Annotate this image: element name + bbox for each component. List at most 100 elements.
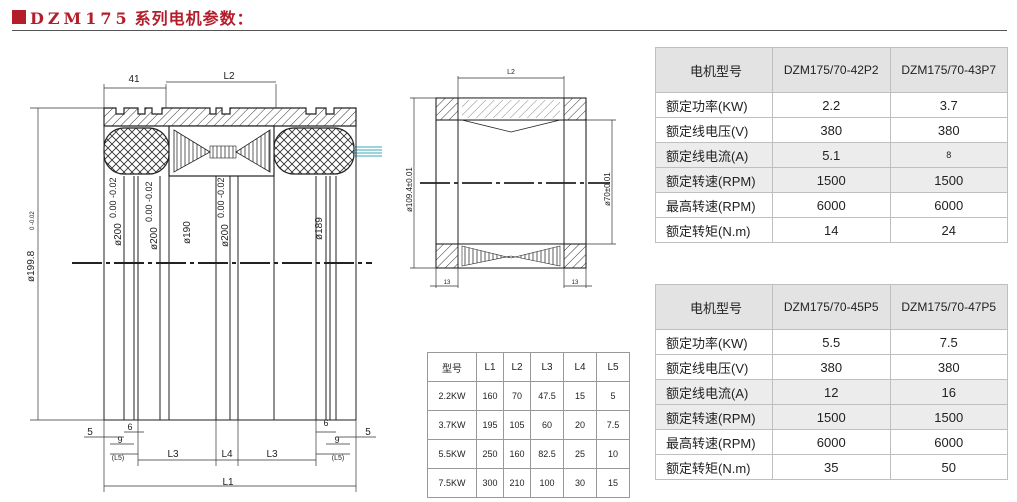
- row-value: 380: [889, 117, 1008, 143]
- row-label: 额定转速(RPM): [655, 167, 773, 193]
- row-label: 额定转速(RPM): [655, 404, 773, 430]
- dim-L3-left: L3: [167, 449, 179, 460]
- table-cell: 300: [476, 468, 504, 498]
- table-cell: 7.5: [596, 410, 630, 440]
- spec-2-header-label: 电机型号: [655, 284, 773, 330]
- row-value: 1500: [772, 404, 891, 430]
- table-row: 额定线电压(V) 380 380: [655, 117, 1008, 143]
- table-row: 额定功率(KW) 5.5 7.5: [655, 329, 1008, 355]
- row-label: 额定转矩(N.m): [655, 454, 773, 480]
- row-value: 2.2: [772, 92, 891, 118]
- rotor-dim-L2: L2: [507, 69, 515, 76]
- dim-d200-c: ø200: [220, 224, 231, 247]
- table-cell: 25: [563, 439, 597, 469]
- row-label: 额定线电压(V): [655, 117, 773, 143]
- table-cell: 5: [596, 381, 630, 411]
- row-value: 6000: [889, 192, 1008, 218]
- table-cell: 5.5KW: [427, 439, 477, 469]
- dim-L5-left: (L5): [112, 455, 124, 462]
- table-row: 额定线电流(A) 12 16: [655, 379, 1008, 405]
- dim-d200-c-tol: 0.00 -0.02: [216, 177, 226, 218]
- row-label: 额定功率(KW): [655, 92, 773, 118]
- table-row: 额定功率(KW) 2.2 3.7: [655, 92, 1008, 118]
- table-cell: 105: [503, 410, 531, 440]
- dim-d190: ø190: [182, 221, 193, 244]
- row-value: 3.7: [889, 92, 1008, 118]
- dim-d200-b-tol: 0.00 -0.02: [144, 181, 154, 222]
- table-cell: 160: [476, 381, 504, 411]
- table-row: 最高转速(RPM) 6000 6000: [655, 192, 1008, 218]
- row-value: 7.5: [889, 329, 1008, 355]
- table-cell: 160: [503, 439, 531, 469]
- stator-drawing: 41 L2 L1 L3 L4 L3 5 6 9 (L5) 5 6 9 (L5) …: [26, 71, 382, 492]
- row-label: 最高转速(RPM): [655, 192, 773, 218]
- dim-L2: L2: [223, 71, 235, 82]
- row-value: 380: [889, 354, 1008, 380]
- row-value: 14: [772, 217, 891, 243]
- table-cell: 10: [596, 439, 630, 469]
- table-row: 额定转速(RPM) 1500 1500: [655, 404, 1008, 430]
- dimension-table-header: 型号 L1 L2 L3 L4 L5: [427, 352, 630, 382]
- row-value: 1500: [772, 167, 891, 193]
- row-value: 1500: [889, 167, 1008, 193]
- winding-left: [103, 127, 170, 175]
- header-divider: [12, 30, 1007, 31]
- row-value: 5.1: [772, 142, 891, 168]
- row-value: 6000: [772, 192, 891, 218]
- row-label: 额定线电流(A): [655, 379, 773, 405]
- spec-table-2-header: 电机型号 DZM175/70-45P5 DZM175/70-47P5: [655, 284, 1008, 330]
- dim-L4: L4: [221, 449, 233, 460]
- outer-ring-section: [103, 107, 357, 127]
- row-value: 1500: [889, 404, 1008, 430]
- dim-col-L3: L3: [530, 352, 564, 382]
- dim-5-right: 5: [365, 427, 371, 438]
- dim-d200-a: ø200: [113, 223, 124, 246]
- row-label: 额定转矩(N.m): [655, 217, 773, 243]
- rotor-dim-d109: ø109.4±0.01: [405, 167, 414, 212]
- table-cell: 20: [563, 410, 597, 440]
- row-label: 额定线电流(A): [655, 142, 773, 168]
- dim-5-left: 5: [87, 427, 93, 438]
- dim-d199-8: ø199.8: [26, 250, 37, 282]
- dim-L5-right: (L5): [332, 455, 344, 462]
- table-row: 3.7KW 195 105 60 20 7.5: [427, 410, 630, 440]
- rotor-drawing: L2 ø109.4±0.01 ø70±0.01 13 13: [405, 69, 616, 288]
- dim-L3-right: L3: [266, 449, 278, 460]
- spec-table-1: 电机型号 DZM175/70-42P2 DZM175/70-43P7 额定功率(…: [655, 47, 1008, 243]
- spec-table-1-header: 电机型号 DZM175/70-42P2 DZM175/70-43P7: [655, 47, 1008, 93]
- table-row: 额定转矩(N.m) 35 50: [655, 454, 1008, 480]
- row-value: 16: [889, 379, 1008, 405]
- dim-9-left: 9: [117, 435, 122, 445]
- table-cell: 60: [530, 410, 564, 440]
- spec-1-model-b: DZM175/70-43P7: [889, 47, 1008, 93]
- dim-6-right: 6: [323, 418, 328, 428]
- table-row: 2.2KW 160 70 47.5 15 5: [427, 381, 630, 411]
- spec-1-header-label: 电机型号: [655, 47, 773, 93]
- row-label: 最高转速(RPM): [655, 429, 773, 455]
- spec-1-model-a: DZM175/70-42P2: [772, 47, 891, 93]
- table-row: 5.5KW 250 160 82.5 25 10: [427, 439, 630, 469]
- dim-col-model: 型号: [427, 352, 477, 382]
- table-row: 额定线电压(V) 380 380: [655, 354, 1008, 380]
- table-cell: 15: [596, 468, 630, 498]
- dim-d200-a-tol: 0.00 -0.02: [108, 177, 118, 218]
- spec-2-model-b: DZM175/70-47P5: [889, 284, 1008, 330]
- title-suffix: 系列电机参数：: [134, 9, 254, 28]
- table-cell: 47.5: [530, 381, 564, 411]
- row-value: 6000: [772, 429, 891, 455]
- dim-9-right: 9: [334, 435, 339, 445]
- dim-6-left: 6: [127, 422, 132, 432]
- row-value: 50: [889, 454, 1008, 480]
- dim-L1: L1: [222, 477, 234, 488]
- table-row: 额定线电流(A) 5.1 8: [655, 142, 1008, 168]
- spec-table-2: 电机型号 DZM175/70-45P5 DZM175/70-47P5 额定功率(…: [655, 284, 1008, 480]
- dim-col-L5: L5: [596, 352, 630, 382]
- dim-d200-b: ø200: [149, 227, 160, 250]
- rotor-dim-13-right: 13: [572, 280, 579, 286]
- table-row: 最高转速(RPM) 6000 6000: [655, 429, 1008, 455]
- table-cell: 2.2KW: [427, 381, 477, 411]
- table-cell: 100: [530, 468, 564, 498]
- table-row: 7.5KW 300 210 100 30 15: [427, 468, 630, 498]
